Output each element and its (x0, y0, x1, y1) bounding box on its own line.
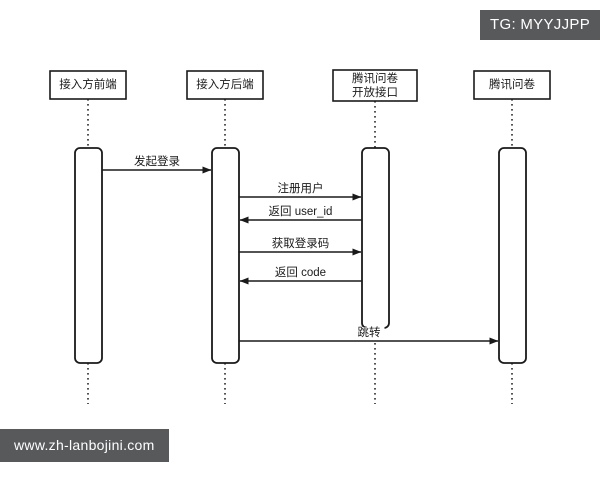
participant-box-frontend[interactable] (49, 70, 127, 100)
msg-return-user-id-label: 返回 user_id (264, 206, 337, 219)
messages-layer (102, 166, 499, 345)
tg-badge: TG: MYYJJPP (480, 10, 600, 40)
watermark-url: www.zh-lanbojini.com (0, 429, 169, 462)
msg-return-code-label: 返回 code (270, 267, 331, 280)
activation-backend[interactable] (211, 147, 240, 364)
msg-redirect-label: 跳转 (353, 327, 385, 340)
participant-box-survey-open-api[interactable] (332, 69, 418, 102)
msg-get-login-code-label: 获取登录码 (267, 238, 334, 251)
participant-box-survey[interactable] (473, 70, 551, 100)
activations-layer (74, 147, 527, 364)
participant-box-backend[interactable] (186, 70, 264, 100)
activation-frontend[interactable] (74, 147, 103, 364)
msg-initiate-login-label: 发起登录 (130, 156, 184, 169)
lifelines-layer (87, 99, 513, 404)
activation-survey-open-api[interactable] (361, 147, 390, 329)
participant-boxes-layer (49, 69, 551, 102)
msg-register-user-label: 注册用户 (273, 183, 328, 196)
activation-survey[interactable] (498, 147, 527, 364)
